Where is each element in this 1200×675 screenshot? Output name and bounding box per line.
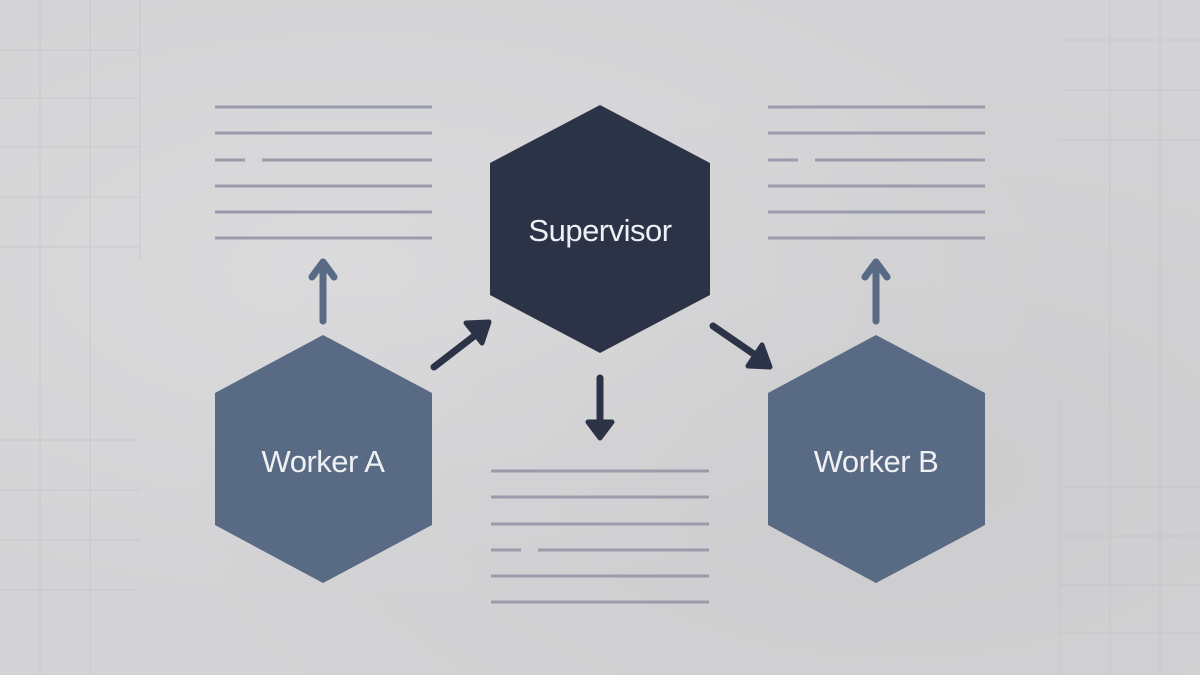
supervisor-node: Supervisor [490, 105, 710, 353]
supervisor-hexagon [490, 105, 710, 353]
supervisor-label: Supervisor [528, 213, 671, 248]
document-worker-a-output [215, 105, 432, 240]
arrow-up-icon [861, 258, 891, 325]
arrow-up-right-icon [430, 319, 492, 371]
arrow-down-icon [585, 374, 615, 441]
arrow-up-icon [308, 258, 338, 325]
worker-b-node: Worker B [768, 335, 985, 583]
worker-b-hexagon [768, 335, 985, 583]
worker-a-hexagon [215, 335, 432, 583]
worker-a-label: Worker A [262, 444, 386, 479]
document-worker-b-output [768, 105, 985, 240]
worker-a-node: Worker A [215, 335, 432, 583]
document-supervisor-output [491, 469, 709, 604]
worker-b-label: Worker B [814, 444, 939, 479]
arrow-down-right-icon [709, 322, 773, 370]
